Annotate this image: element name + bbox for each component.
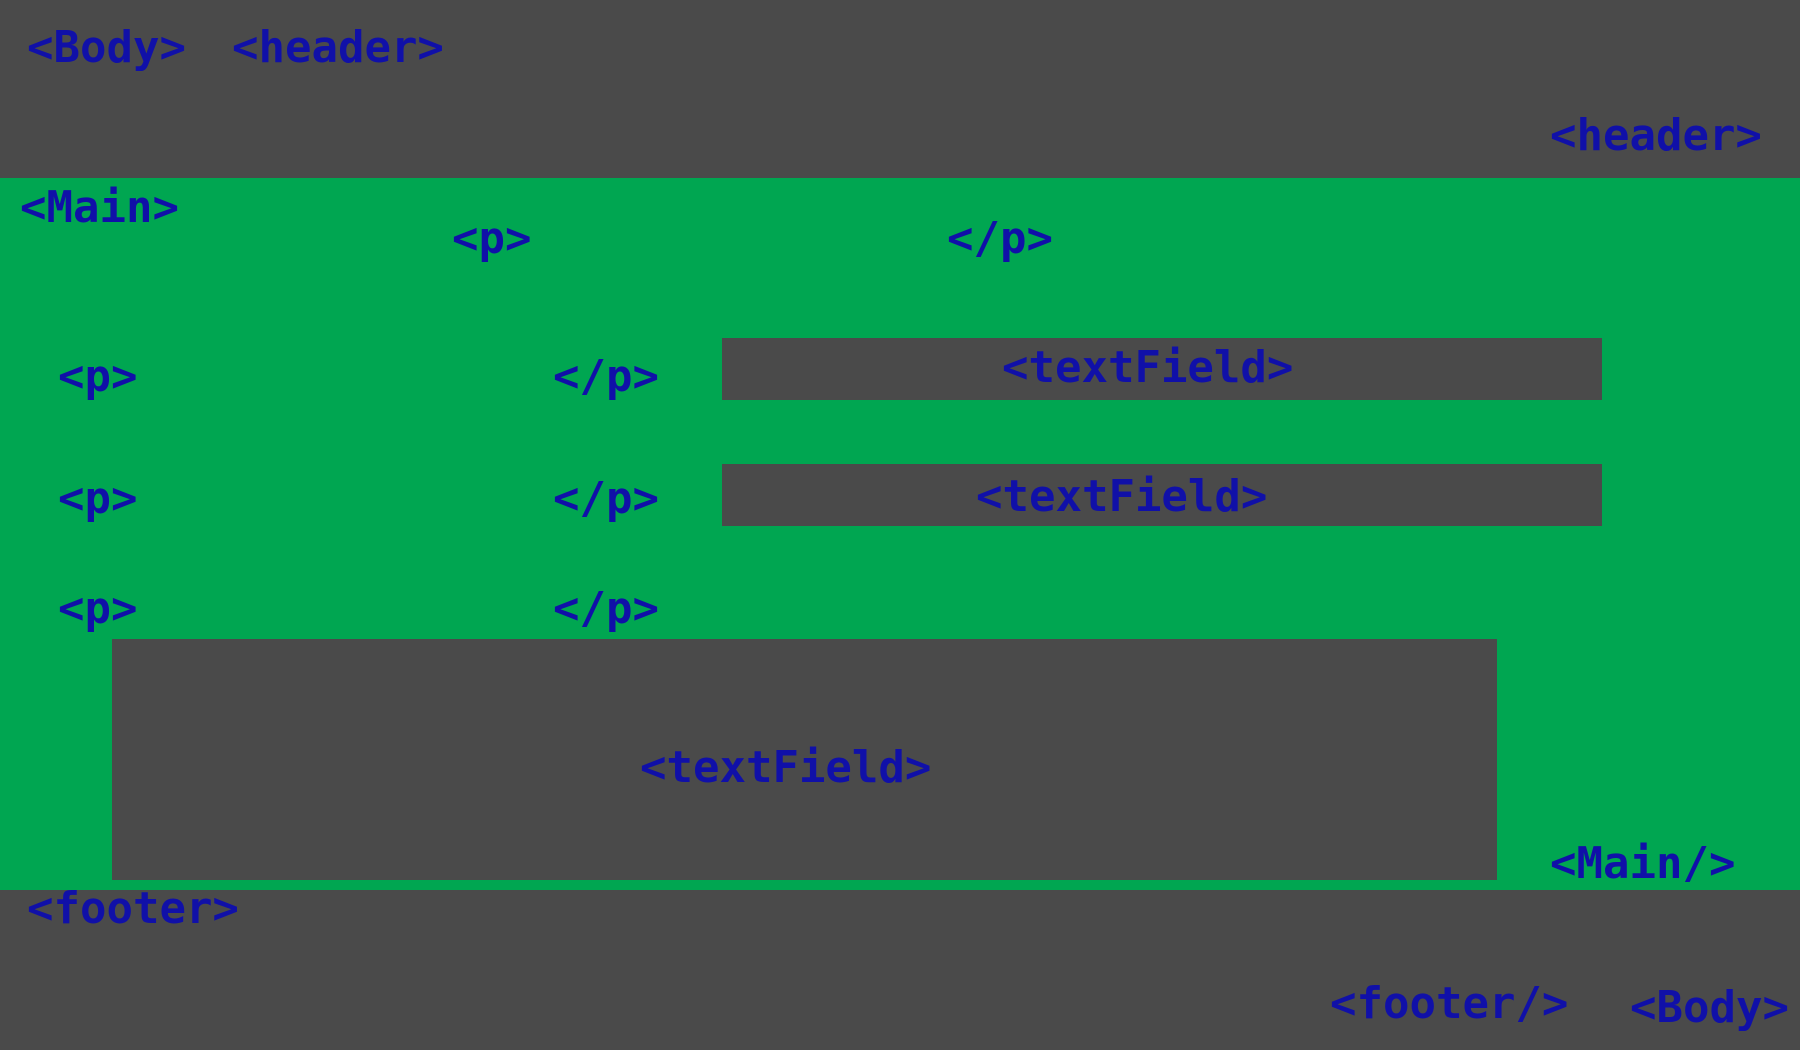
main-close-tag: <Main/> (1550, 838, 1736, 889)
footer-close-tag: <footer/> (1330, 978, 1569, 1029)
row-1-paragraph-open-tag: <p> (58, 351, 138, 402)
footer-region (0, 890, 1800, 1050)
title-paragraph-open-tag: <p> (452, 213, 532, 264)
text-area-field[interactable]: <textField> (112, 639, 1497, 880)
main-open-tag: <Main> (20, 182, 179, 233)
body-open-tag: <Body> (27, 22, 186, 73)
text-field-1[interactable]: <textField> (722, 338, 1602, 400)
text-field-1-label: <textField> (1002, 342, 1294, 393)
row-2-paragraph-open-tag: <p> (58, 473, 138, 524)
row-2-paragraph-close-tag: </p> (553, 473, 659, 524)
footer-open-tag: <footer> (27, 883, 239, 934)
text-field-2-label: <textField> (976, 471, 1268, 522)
body-close-tag: <Body> (1630, 982, 1789, 1033)
row-3-paragraph-close-tag: </p> (553, 583, 659, 634)
title-paragraph-close-tag: </p> (947, 213, 1053, 264)
header-open-tag: <header> (232, 22, 444, 73)
header-region (0, 0, 1800, 178)
text-field-2[interactable]: <textField> (722, 464, 1602, 526)
row-3-paragraph-open-tag: <p> (58, 583, 138, 634)
header-close-tag: <header> (1550, 110, 1762, 161)
row-1-paragraph-close-tag: </p> (553, 351, 659, 402)
text-area-field-label: <textField> (640, 742, 932, 793)
